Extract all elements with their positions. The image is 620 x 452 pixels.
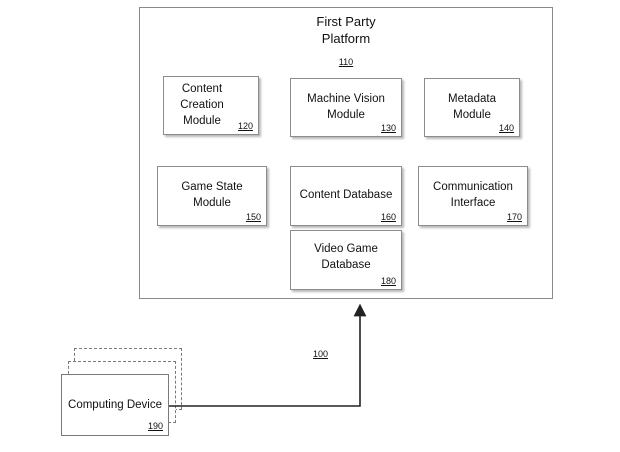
module-ref: 160	[380, 212, 396, 222]
module-label-line: Creation	[180, 99, 224, 111]
platform-title: First Party Platform	[139, 13, 553, 47]
module-label-line: Video Game	[314, 243, 378, 255]
platform-ref-number: 110	[139, 52, 553, 70]
module-label-line: Module	[327, 109, 365, 121]
connection-ref: 100	[313, 349, 329, 359]
metadata-module: Metadata Module 140	[424, 78, 520, 137]
video-game-database: Video Game Database 180	[290, 230, 402, 290]
machine-vision-module: Machine Vision Module 130	[290, 78, 402, 137]
module-label-line: Content	[181, 83, 223, 95]
content-database: Content Database 160	[290, 166, 402, 226]
game-state-module: Game State Module 150	[157, 166, 267, 226]
communication-interface: Communication Interface 170	[418, 166, 528, 226]
module-label-line: Communication	[433, 181, 513, 193]
platform-title-line1: First Party	[316, 14, 376, 29]
module-label-line: Module	[453, 109, 491, 121]
computing-device-label: Computing Device	[68, 399, 162, 411]
module-label-line: Module	[183, 115, 221, 127]
module-ref: 140	[498, 123, 514, 133]
module-label-line: Machine Vision	[307, 93, 385, 105]
computing-device-box: Computing Device 190	[61, 374, 169, 436]
connection-ref-number: 100	[313, 344, 328, 362]
module-label-line: Content Database	[299, 189, 393, 201]
module-label-line: Database	[321, 259, 371, 271]
platform-ref: 110	[338, 57, 354, 67]
module-ref: 130	[380, 123, 396, 133]
module-ref: 170	[506, 212, 522, 222]
module-label-line: Interface	[450, 197, 496, 209]
module-ref: 180	[380, 276, 396, 286]
platform-title-line2: Platform	[321, 31, 371, 46]
module-ref: 150	[245, 212, 261, 222]
first-party-platform-box	[139, 7, 553, 299]
module-ref: 120	[237, 121, 253, 131]
content-creation-module: Content Creation Module 120	[163, 76, 259, 135]
module-label-line: Game State	[181, 181, 243, 193]
module-label-line: Module	[193, 197, 231, 209]
computing-device-ref: 190	[147, 421, 163, 431]
module-label-line: Metadata	[448, 93, 496, 105]
